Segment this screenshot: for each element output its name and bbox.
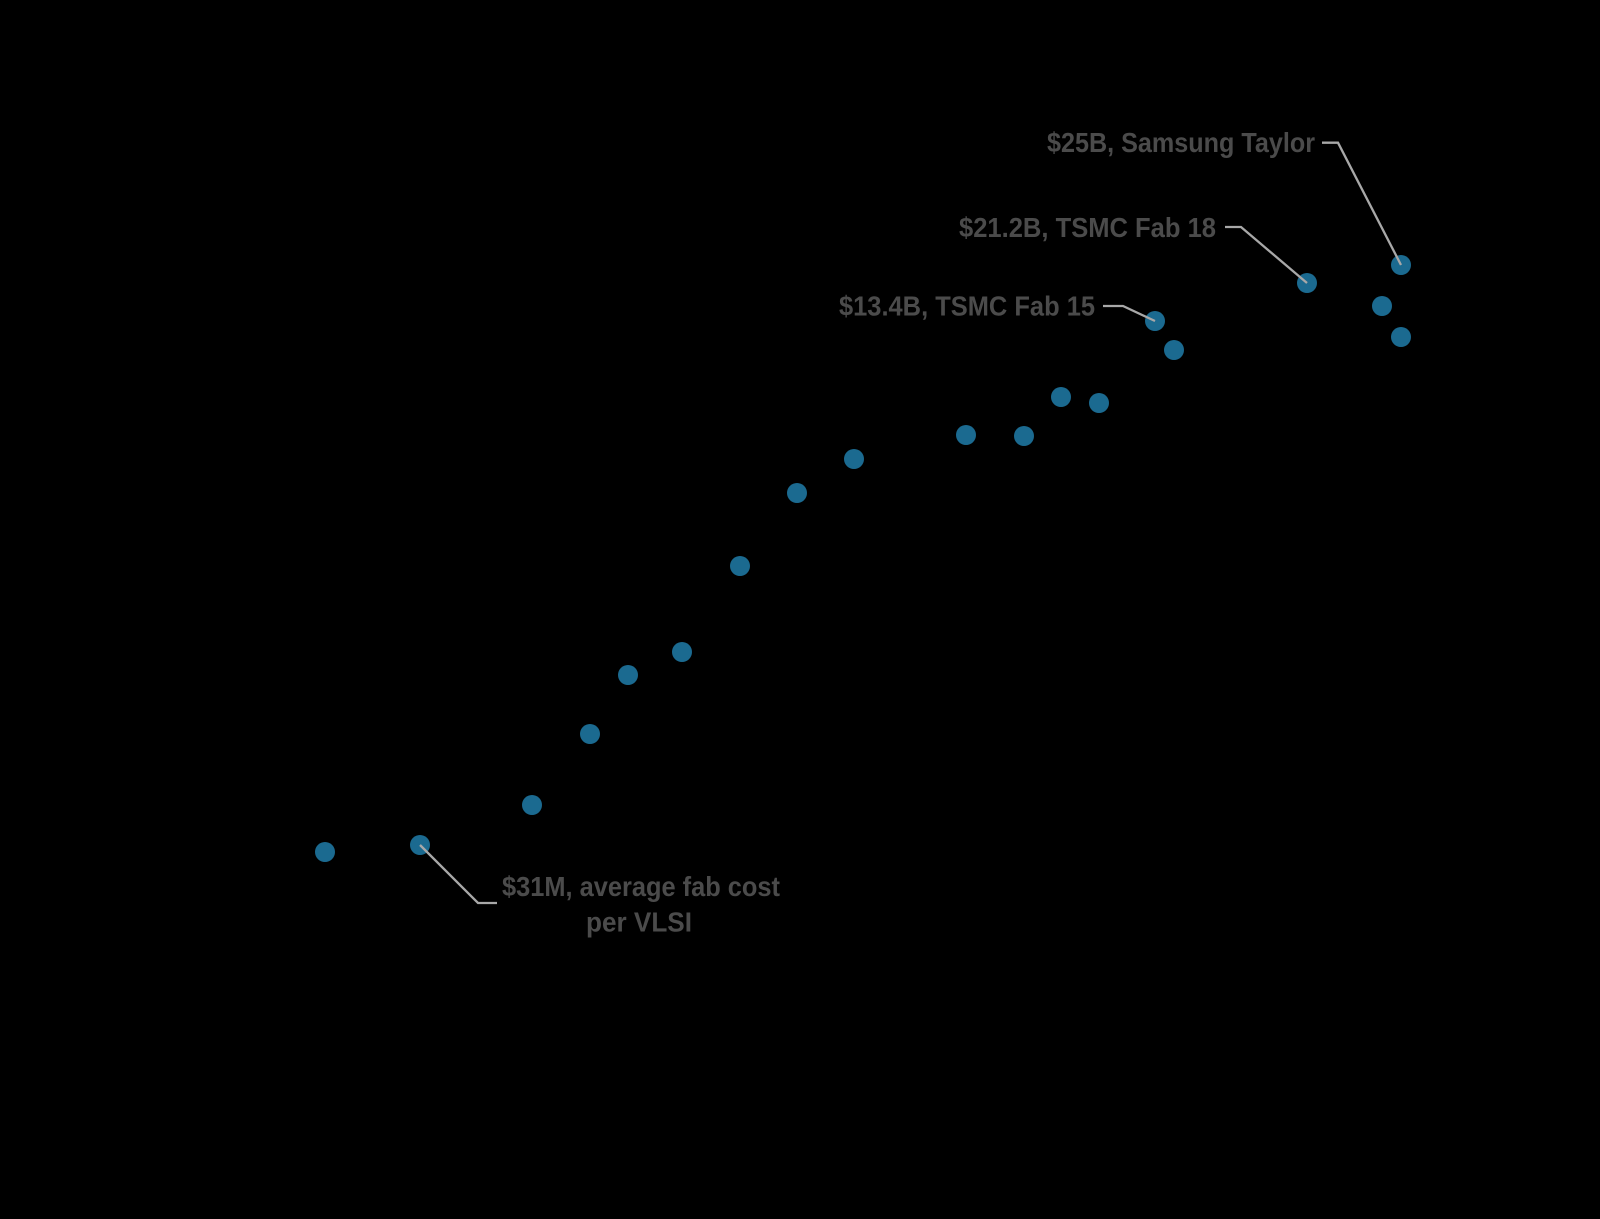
svg-text:$21.2B, TSMC Fab 18: $21.2B, TSMC Fab 18 — [959, 212, 1216, 243]
svg-text:$13.4B, TSMC Fab 15: $13.4B, TSMC Fab 15 — [839, 291, 1095, 322]
svg-text:$31M, average fab cost: $31M, average fab cost — [502, 871, 780, 902]
svg-text:per VLSI: per VLSI — [586, 906, 692, 937]
svg-text:$25B, Samsung Taylor: $25B, Samsung Taylor — [1047, 127, 1315, 158]
